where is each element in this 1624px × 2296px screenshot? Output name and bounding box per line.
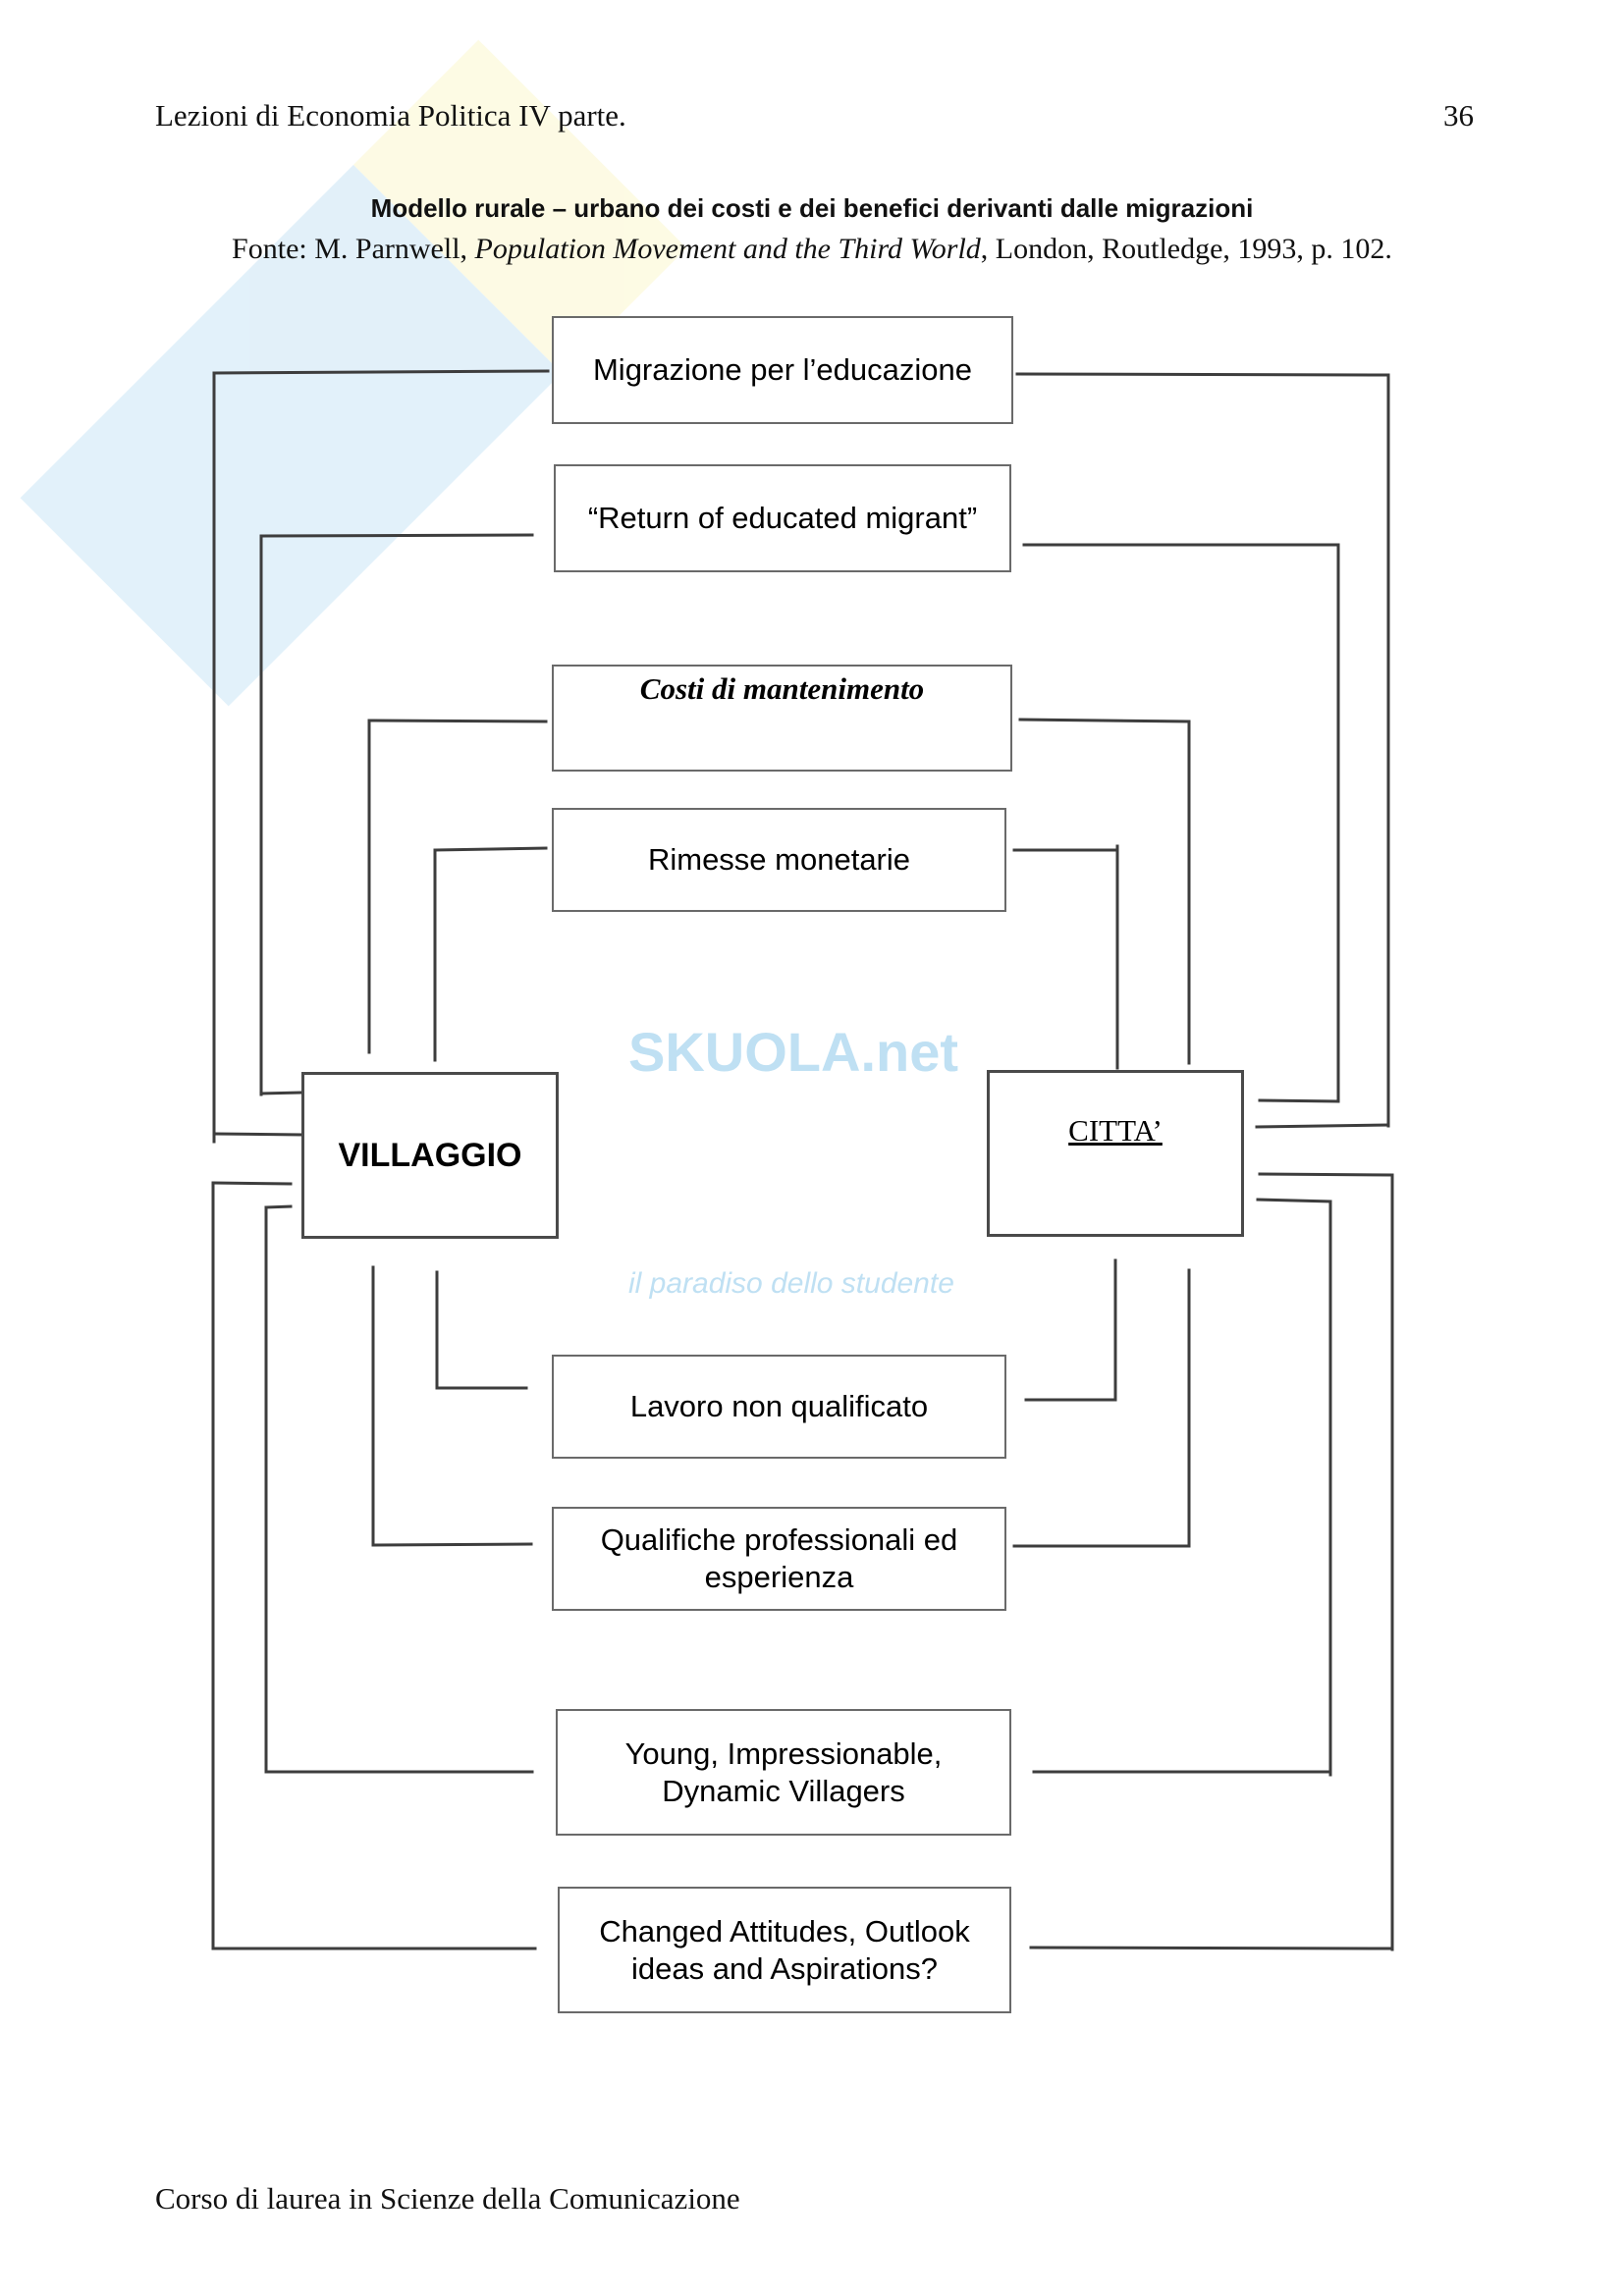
- flow-label: Migrazione per l’educazione: [592, 352, 972, 387]
- node-label: CITTA’: [1068, 1113, 1163, 1148]
- flow-box-maintenance-costs: Costi di mantenimento: [552, 665, 1012, 772]
- running-footer: Corso di laurea in Scienze della Comunic…: [155, 2181, 740, 2216]
- connector: [1018, 718, 1191, 723]
- connector: [259, 1091, 302, 1095]
- flow-box-remittances: Rimesse monetarie: [552, 808, 1006, 912]
- connector: [433, 846, 548, 852]
- flow-box-professional-skills: Qualifiche professionali ed esperienza: [552, 1507, 1006, 1611]
- connector: [1029, 1946, 1394, 1950]
- flow-box-return-educated: “Return of educated migrant”: [554, 464, 1011, 572]
- flow-box-education-migration: Migrazione per l’educazione: [552, 316, 1013, 424]
- connector: [371, 1542, 533, 1547]
- connector: [1015, 372, 1390, 377]
- connector: [1258, 1172, 1394, 1177]
- source-book-title: Population Movement and the Third World: [474, 233, 981, 265]
- connector: [212, 1132, 304, 1137]
- source-prefix: Fonte: M. Parnwell,: [232, 233, 475, 265]
- connector: [259, 533, 534, 538]
- flow-label: Costi di mantenimento: [639, 671, 925, 706]
- connector: [212, 369, 550, 375]
- node-village: VILLAGGIO: [301, 1072, 559, 1239]
- connector: [211, 1181, 293, 1186]
- node-label: VILLAGGIO: [338, 1137, 522, 1174]
- source-suffix: , London, Routledge, 1993, p. 102.: [980, 233, 1392, 265]
- flow-label: Young, Impressionable, Dynamic Villagers: [624, 1735, 943, 1808]
- running-header: Lezioni di Economia Politica IV parte.: [155, 98, 626, 133]
- flow-label: Lavoro non qualificato: [629, 1389, 929, 1423]
- flow-label: Qualifiche professionali ed esperienza: [600, 1522, 958, 1594]
- figure-title: Modello rurale – urbano dei costi e dei …: [370, 193, 1254, 223]
- connector: [1258, 1098, 1340, 1103]
- flow-box-young-villagers: Young, Impressionable, Dynamic Villagers: [556, 1709, 1011, 1836]
- flow-label: “Return of educated migrant”: [587, 501, 978, 535]
- connector: [264, 1204, 293, 1209]
- node-city: CITTA’: [987, 1070, 1244, 1237]
- flow-label: Changed Attitudes, Outlook ideas and Asp…: [599, 1913, 970, 1986]
- figure-source: Fonte: M. Parnwell, Population Movement …: [0, 232, 1624, 267]
- flow-box-changed-attitudes: Changed Attitudes, Outlook ideas and Asp…: [558, 1887, 1011, 2013]
- connector: [1255, 1123, 1390, 1129]
- connector: [1256, 1198, 1332, 1203]
- flow-label: Rimesse monetarie: [647, 842, 911, 877]
- flow-box-unskilled-labour: Lavoro non qualificato: [552, 1355, 1006, 1459]
- page-number: 36: [1443, 98, 1474, 133]
